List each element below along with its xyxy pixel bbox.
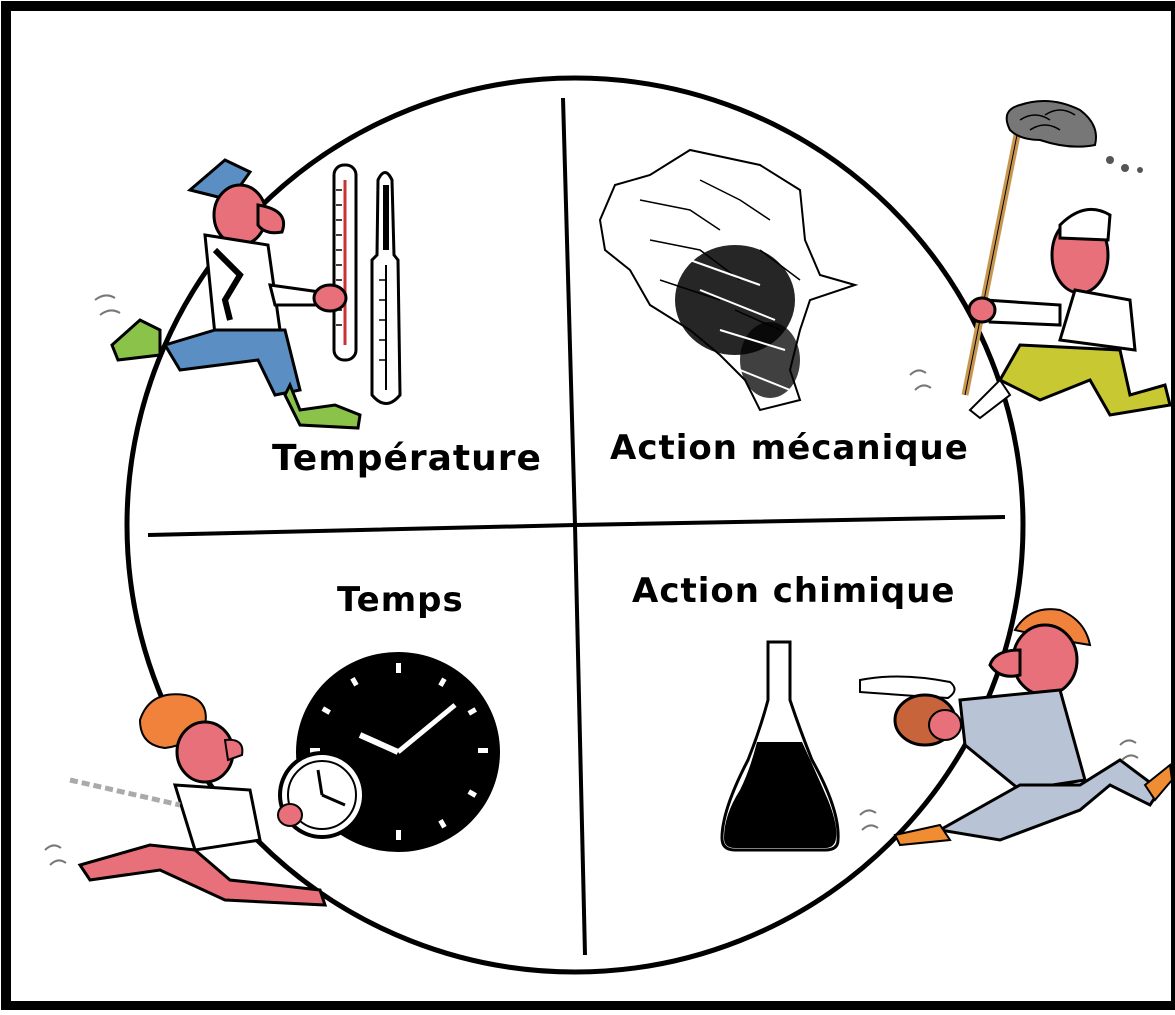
runner-chimique-figure [860,609,1172,845]
runner-mecanique-figure [910,101,1170,418]
quadrant-label-mecanique: Action mécanique [610,428,969,468]
quadrant-label-chimique: Action chimique [632,571,955,611]
crumpled-cloth-icon [600,150,855,410]
thermometer-icon [334,165,400,404]
flask-icon [722,642,838,850]
runner-temperature-figure [95,160,360,428]
quadrant-label-temps: Temps [337,580,464,620]
quadrant-label-temperature: Température [272,438,542,479]
